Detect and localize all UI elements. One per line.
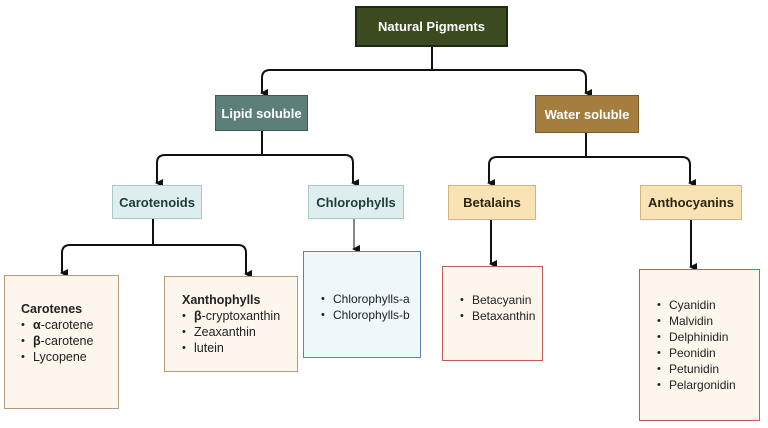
lipid-branch-right xyxy=(262,154,359,187)
list-item: Betacyanin xyxy=(460,292,542,308)
list-item: Malvidin xyxy=(657,313,759,329)
list-item: Betaxanthin xyxy=(460,308,542,324)
list-item: Delphinidin xyxy=(657,329,759,345)
list-item: α-carotene xyxy=(21,317,118,333)
water-branch-right xyxy=(586,156,696,187)
water-soluble-label: Water soluble xyxy=(544,106,630,122)
list-item: β-cryptoxanthin xyxy=(182,308,297,324)
carotenoids-branch-right xyxy=(153,244,252,278)
water-soluble-node: Water soluble xyxy=(535,95,639,133)
chlorophylls-list: Chlorophylls-a Chlorophylls-b xyxy=(321,291,420,323)
carotenes-title: Carotenes xyxy=(21,302,83,316)
anthocyanins-list: Cyanidin Malvidin Delphinidin Peonidin P… xyxy=(657,297,759,393)
item-text: Zeaxanthin xyxy=(194,325,256,339)
list-item: lutein xyxy=(182,340,297,356)
water-branch-left xyxy=(487,156,586,187)
anthocyanins-label: Anthocyanins xyxy=(648,195,734,210)
list-item: Cyanidin xyxy=(657,297,759,313)
lipid-soluble-node: Lipid soluble xyxy=(215,95,308,131)
betalains-box: Betacyanin Betaxanthin xyxy=(442,266,543,361)
item-text: -carotene xyxy=(40,318,94,332)
anthocyanins-box: Cyanidin Malvidin Delphinidin Peonidin P… xyxy=(639,269,760,421)
list-item: Lycopene xyxy=(21,349,118,365)
carotenoids-node: Carotenoids xyxy=(112,185,202,219)
betalains-list: Betacyanin Betaxanthin xyxy=(460,292,542,324)
root-node: Natural Pigments xyxy=(355,6,508,47)
list-item: Pelargonidin xyxy=(657,377,759,393)
item-text: Lycopene xyxy=(33,350,87,364)
list-item: Petunidin xyxy=(657,361,759,377)
greek-letter: β xyxy=(194,309,202,323)
list-item: Chlorophylls-b xyxy=(321,307,420,323)
carotenoids-branch-left xyxy=(60,244,153,277)
chlorophylls-box: Chlorophylls-a Chlorophylls-b xyxy=(303,251,421,358)
anthocyanins-node: Anthocyanins xyxy=(640,185,742,220)
chlorophylls-node: Chlorophylls xyxy=(308,185,404,219)
betalains-label: Betalains xyxy=(463,195,521,210)
list-item: Zeaxanthin xyxy=(182,324,297,340)
root-branch-left xyxy=(260,69,432,97)
item-text: -cryptoxanthin xyxy=(201,309,281,323)
greek-letter: α xyxy=(33,318,41,332)
lipid-branch-left xyxy=(155,154,262,187)
carotenes-list: α-carotene β-carotene Lycopene xyxy=(21,317,118,365)
xanthophylls-list: β-cryptoxanthin Zeaxanthin lutein xyxy=(182,308,297,356)
root-label: Natural Pigments xyxy=(378,19,485,34)
betalains-node: Betalains xyxy=(448,185,536,220)
xanthophylls-box: Xanthophylls β-cryptoxanthin Zeaxanthin … xyxy=(164,276,298,372)
item-text: lutein xyxy=(194,341,224,355)
root-branch-right xyxy=(432,69,592,97)
greek-letter: β xyxy=(33,334,41,348)
carotenes-box: Carotenes α-carotene β-carotene Lycopene xyxy=(4,275,119,409)
chlorophylls-label: Chlorophylls xyxy=(316,194,396,210)
item-text: -carotene xyxy=(40,334,94,348)
list-item: Peonidin xyxy=(657,345,759,361)
list-item: Chlorophylls-a xyxy=(321,291,420,307)
list-item: β-carotene xyxy=(21,333,118,349)
lipid-soluble-label: Lipid soluble xyxy=(221,105,302,121)
xanthophylls-title: Xanthophylls xyxy=(182,293,261,307)
carotenoids-label: Carotenoids xyxy=(119,194,195,210)
